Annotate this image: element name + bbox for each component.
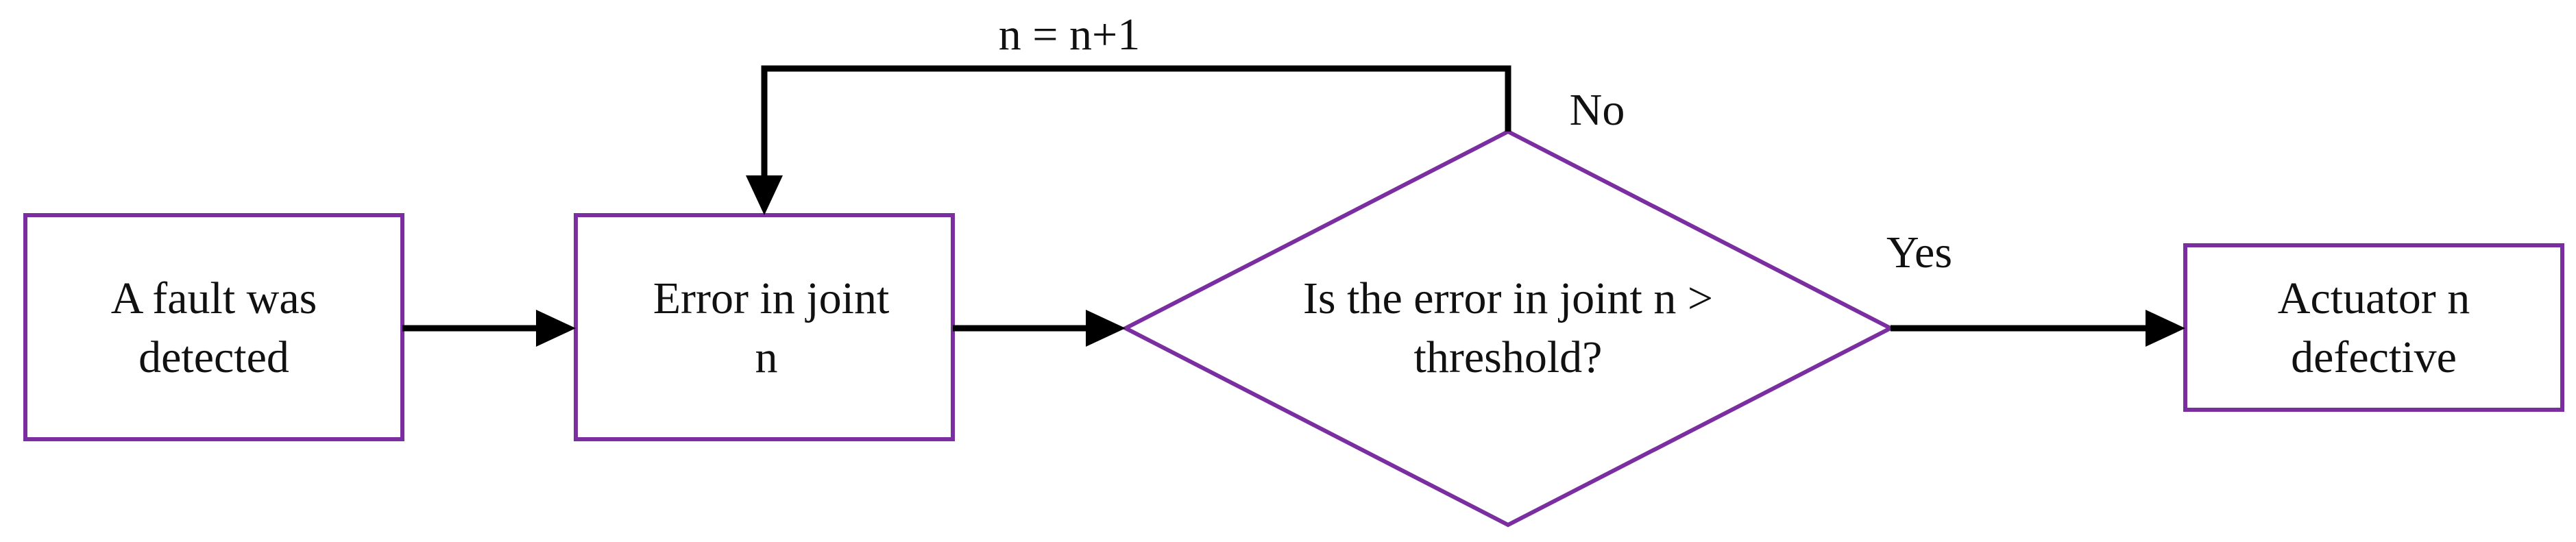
edge-yes-label: Yes — [1886, 227, 1952, 278]
node-threshold-decision: Is the error in joint n > threshold? — [1121, 129, 1895, 528]
node-fault-detected-box — [23, 213, 404, 441]
edge-loop-increment-label: n = n+1 — [999, 10, 1140, 60]
edge-yes-to-actuator: Yes — [1886, 227, 2185, 347]
node-error-in-joint-box — [574, 213, 955, 441]
edge-error-to-decision — [953, 310, 1126, 347]
node-actuator-defective-label-line2: defective — [2291, 332, 2457, 382]
edge-no-loop-back: n = n+1 No — [746, 10, 1625, 215]
node-fault-detected: A fault was detected — [23, 213, 404, 441]
node-threshold-decision-diamond — [1121, 129, 1895, 528]
edge-yes-to-actuator-arrowhead — [2146, 310, 2185, 347]
node-threshold-decision-label-line1: Is the error in joint n > — [1303, 273, 1713, 323]
node-actuator-defective: Actuator n defective — [2183, 243, 2564, 412]
edge-no-loop-back-line — [761, 65, 1511, 182]
edge-no-loop-back-arrowhead — [746, 175, 783, 215]
node-fault-detected-label-line2: detected — [138, 332, 289, 382]
edge-fault-to-error — [402, 310, 576, 347]
node-threshold-decision-label-line2: threshold? — [1414, 332, 1603, 382]
node-fault-detected-label-line1: A fault was — [111, 273, 317, 323]
node-error-in-joint: Error in joint n — [574, 213, 955, 441]
edge-fault-to-error-arrowhead — [536, 310, 576, 347]
node-error-in-joint-label-line1: Error in joint — [653, 273, 890, 323]
node-actuator-defective-box — [2183, 243, 2564, 412]
node-actuator-defective-label-line1: Actuator n — [2278, 273, 2470, 323]
node-error-in-joint-label-line2: n — [755, 332, 778, 382]
edge-no-label: No — [1570, 85, 1625, 135]
edge-error-to-decision-arrowhead — [1086, 310, 1126, 347]
